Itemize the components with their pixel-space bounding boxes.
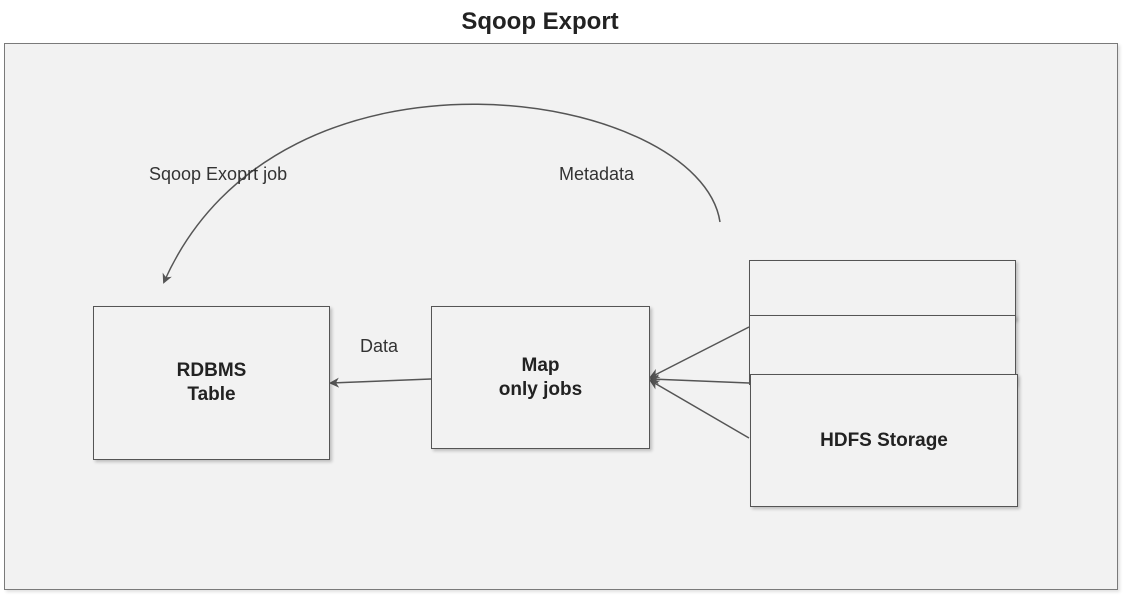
metadata-label: Metadata bbox=[559, 164, 635, 184]
map-label-line1: Map bbox=[521, 354, 560, 376]
hdfs-storage-label: HDFS Storage bbox=[820, 429, 948, 451]
data-label: Data bbox=[360, 336, 399, 356]
rdbms-table-node: RDBMS Table bbox=[93, 306, 330, 460]
map-label-line2: only jobs bbox=[498, 378, 583, 400]
rdbms-label-line2: Table bbox=[187, 384, 236, 405]
hdfs-stack-middle-box bbox=[749, 315, 1016, 385]
export-job-label: Sqoop Exoprt job bbox=[149, 164, 288, 184]
map-jobs-node: Map only jobs bbox=[431, 306, 650, 449]
hdfs-stack-back-box bbox=[749, 260, 1016, 320]
hdfs-storage-node: HDFS Storage bbox=[750, 374, 1018, 507]
diagram-title: Sqoop Export bbox=[461, 8, 619, 35]
rdbms-label-line1: RDBMS bbox=[176, 360, 247, 381]
